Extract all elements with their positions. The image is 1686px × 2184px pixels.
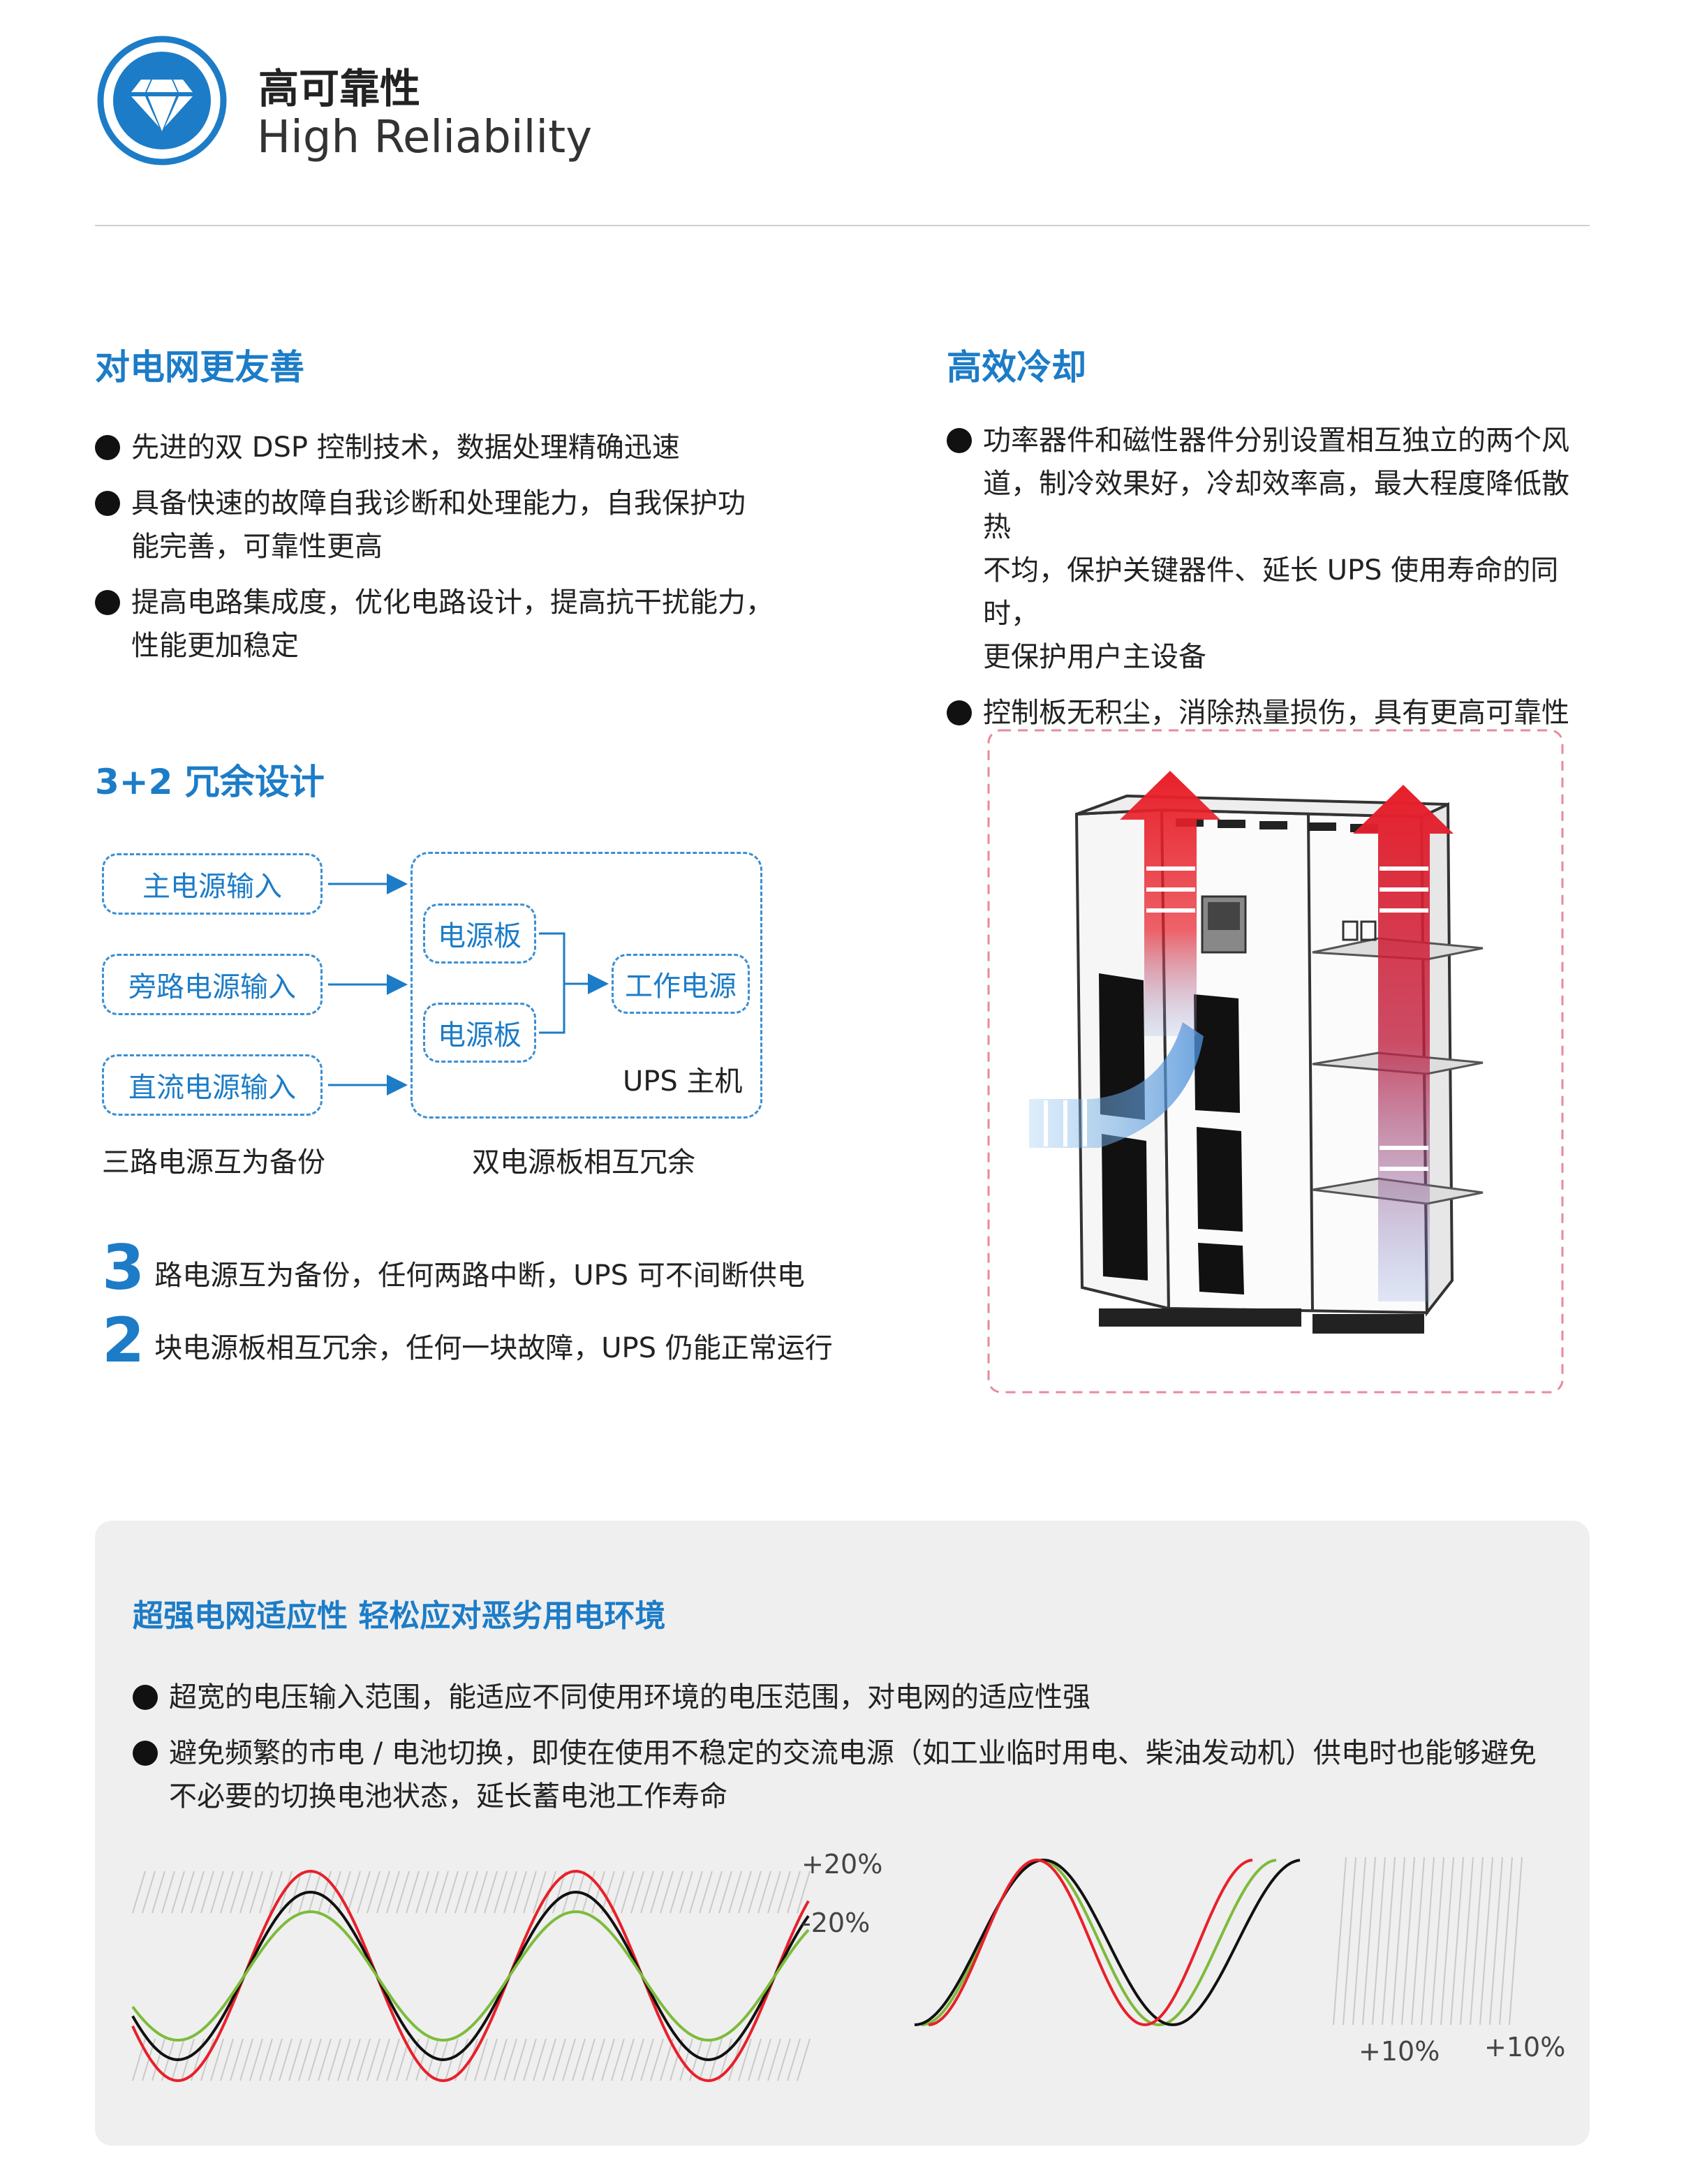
list-item: 控制板无积尘，消除热量损伤，具有更高可靠性 xyxy=(947,691,1589,735)
stat-number: 3 xyxy=(102,1232,145,1304)
redundancy-title: 3+2 冗余设计 xyxy=(95,762,325,802)
working-power-box: 工作电源 xyxy=(612,954,750,1014)
minus-20-wave xyxy=(131,1910,810,2042)
bullet-icon xyxy=(95,491,120,516)
power-board-box: 电源板 xyxy=(423,1003,536,1063)
bullet-icon xyxy=(133,1685,158,1710)
stat-row: 3 路电源互为备份，任何两路中断，UPS 可不间断供电 xyxy=(102,1237,805,1299)
plus-20-label: +20% xyxy=(801,1849,883,1880)
list-item: 先进的双 DSP 控制技术，数据处理精确迅速 xyxy=(95,426,793,469)
list-item: 超宽的电压输入范围，能适应不同使用环境的电压范围，对电网的适应性强 xyxy=(133,1676,1557,1719)
stat-row: 2 块电源板相互冗余，任何一块故障，UPS 仍能正常运行 xyxy=(102,1310,833,1371)
caption-triple-backup: 三路电源互为备份 xyxy=(102,1146,325,1179)
list-item: 功率器件和磁性器件分别设置相互独立的两个风 道，制冷效果好，冷却效率高，最大程度… xyxy=(947,419,1589,679)
divider xyxy=(95,225,1590,226)
grid-friendly-title: 对电网更友善 xyxy=(95,347,304,388)
minus-20-label: -20% xyxy=(801,1908,871,1938)
stat-text: 块电源板相互冗余，任何一块故障，UPS 仍能正常运行 xyxy=(154,1332,833,1364)
upper-hatch xyxy=(132,1871,811,1914)
plus-10-label-b: +10% xyxy=(1484,2032,1566,2063)
list-item: 提高电路集成度，优化电路设计，提高抗干扰能力， 性能更加稳定 xyxy=(95,581,793,667)
adaptability-bullets: 超宽的电压输入范围，能适应不同使用环境的电压范围，对电网的适应性强 避免频繁的市… xyxy=(133,1676,1557,1831)
bullet-icon xyxy=(133,1741,158,1766)
ups-host-label: UPS 主机 xyxy=(623,1065,743,1098)
voltage-range-waveform xyxy=(126,1843,824,2109)
diamond-icon xyxy=(95,34,229,168)
page-title: 高可靠性 xyxy=(258,65,421,112)
bullet-icon xyxy=(947,428,972,453)
adaptability-panel xyxy=(95,1521,1590,2146)
caption-dual-board: 双电源板相互冗余 xyxy=(472,1146,695,1179)
bullet-icon xyxy=(947,700,972,725)
stat-text: 路电源互为备份，任何两路中断，UPS 可不间断供电 xyxy=(154,1260,805,1292)
page-subtitle: High Reliability xyxy=(257,112,593,163)
frequency-range-waveform xyxy=(901,1843,1529,2053)
adaptability-title: 超强电网适应性 轻松应对恶劣用电环境 xyxy=(133,1598,666,1634)
main-power-input-box: 主电源输入 xyxy=(102,853,323,915)
nominal-freq-wave xyxy=(914,1858,1301,2026)
dc-power-input-box: 直流电源输入 xyxy=(102,1054,323,1116)
bullet-icon xyxy=(95,435,120,460)
bypass-power-input-box: 旁路电源输入 xyxy=(102,954,323,1015)
stat-number: 2 xyxy=(102,1304,145,1376)
nominal-wave xyxy=(131,1890,810,2062)
list-item: 具备快速的故障自我诊断和处理能力，自我保护功 能完善，可靠性更高 xyxy=(95,482,793,568)
plus-10-label-a: +10% xyxy=(1359,2036,1440,2067)
cooling-bullets: 功率器件和磁性器件分别设置相互独立的两个风 道，制冷效果好，冷却效率高，最大程度… xyxy=(947,419,1589,747)
bullet-icon xyxy=(95,590,120,615)
grid-friendly-bullets: 先进的双 DSP 控制技术，数据处理精确迅速 具备快速的故障自我诊断和处理能力，… xyxy=(95,426,793,680)
cooling-title: 高效冷却 xyxy=(947,347,1086,388)
side-hatch xyxy=(1333,1857,1523,2026)
low-freq-wave xyxy=(921,1859,1277,2027)
ups-host-box xyxy=(411,852,762,1119)
ups-cabinet-illustration xyxy=(987,729,1564,1394)
list-item: 避免频繁的市电 / 电池切换，即使在使用不稳定的交流电源（如工业临时用电、柴油发… xyxy=(133,1732,1557,1818)
power-board-box: 电源板 xyxy=(423,903,536,964)
high-freq-wave xyxy=(928,1858,1253,2026)
lower-hatch xyxy=(132,2038,811,2081)
